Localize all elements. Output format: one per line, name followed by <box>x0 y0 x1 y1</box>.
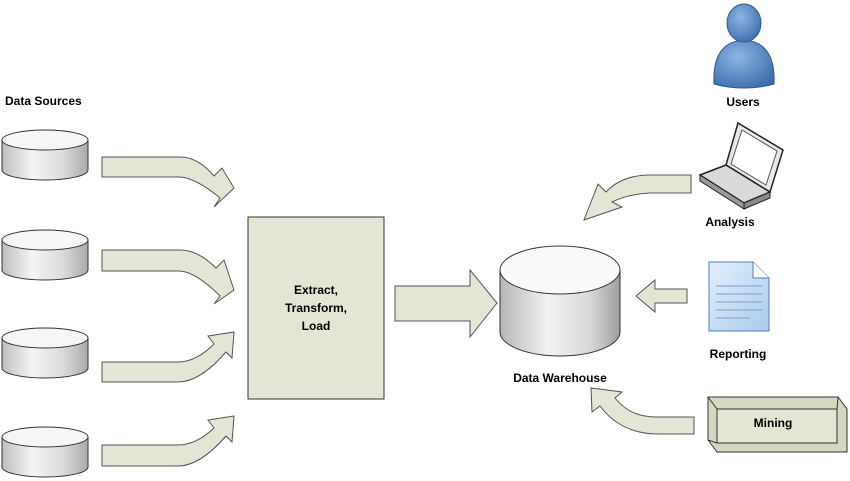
data-source-1 <box>1 129 89 181</box>
data-warehouse-label: Data Warehouse <box>513 371 607 385</box>
source-1-arrow <box>101 156 235 208</box>
data-source-4 <box>1 426 89 478</box>
document-icon <box>708 261 770 332</box>
user-icon <box>713 3 775 89</box>
reporting-arrow <box>635 278 688 314</box>
laptop-icon <box>698 121 784 210</box>
analysis-label: Analysis <box>705 215 755 229</box>
data-sources-title: Data Sources <box>5 94 82 108</box>
etl-label-line-2: Transform, <box>285 301 347 315</box>
source-3-arrow <box>101 331 235 383</box>
analysis-arrow <box>583 174 692 221</box>
source-2-arrow <box>101 249 235 305</box>
mining-label: Mining <box>754 416 793 430</box>
data-source-3 <box>1 327 89 379</box>
etl-label-line-3: Load <box>302 319 331 333</box>
etl-label-line-1: Extract, <box>294 283 338 297</box>
mining-arrow <box>590 387 695 435</box>
mining-box <box>707 396 848 453</box>
users-label: Users <box>726 95 760 109</box>
etl-box: Extract, Transform, Load <box>247 216 385 400</box>
reporting-label: Reporting <box>710 347 767 361</box>
data-warehouse-cylinder <box>499 245 621 357</box>
data-source-2 <box>1 229 89 281</box>
source-4-arrow <box>101 415 235 467</box>
etl-to-warehouse-arrow <box>394 268 498 339</box>
